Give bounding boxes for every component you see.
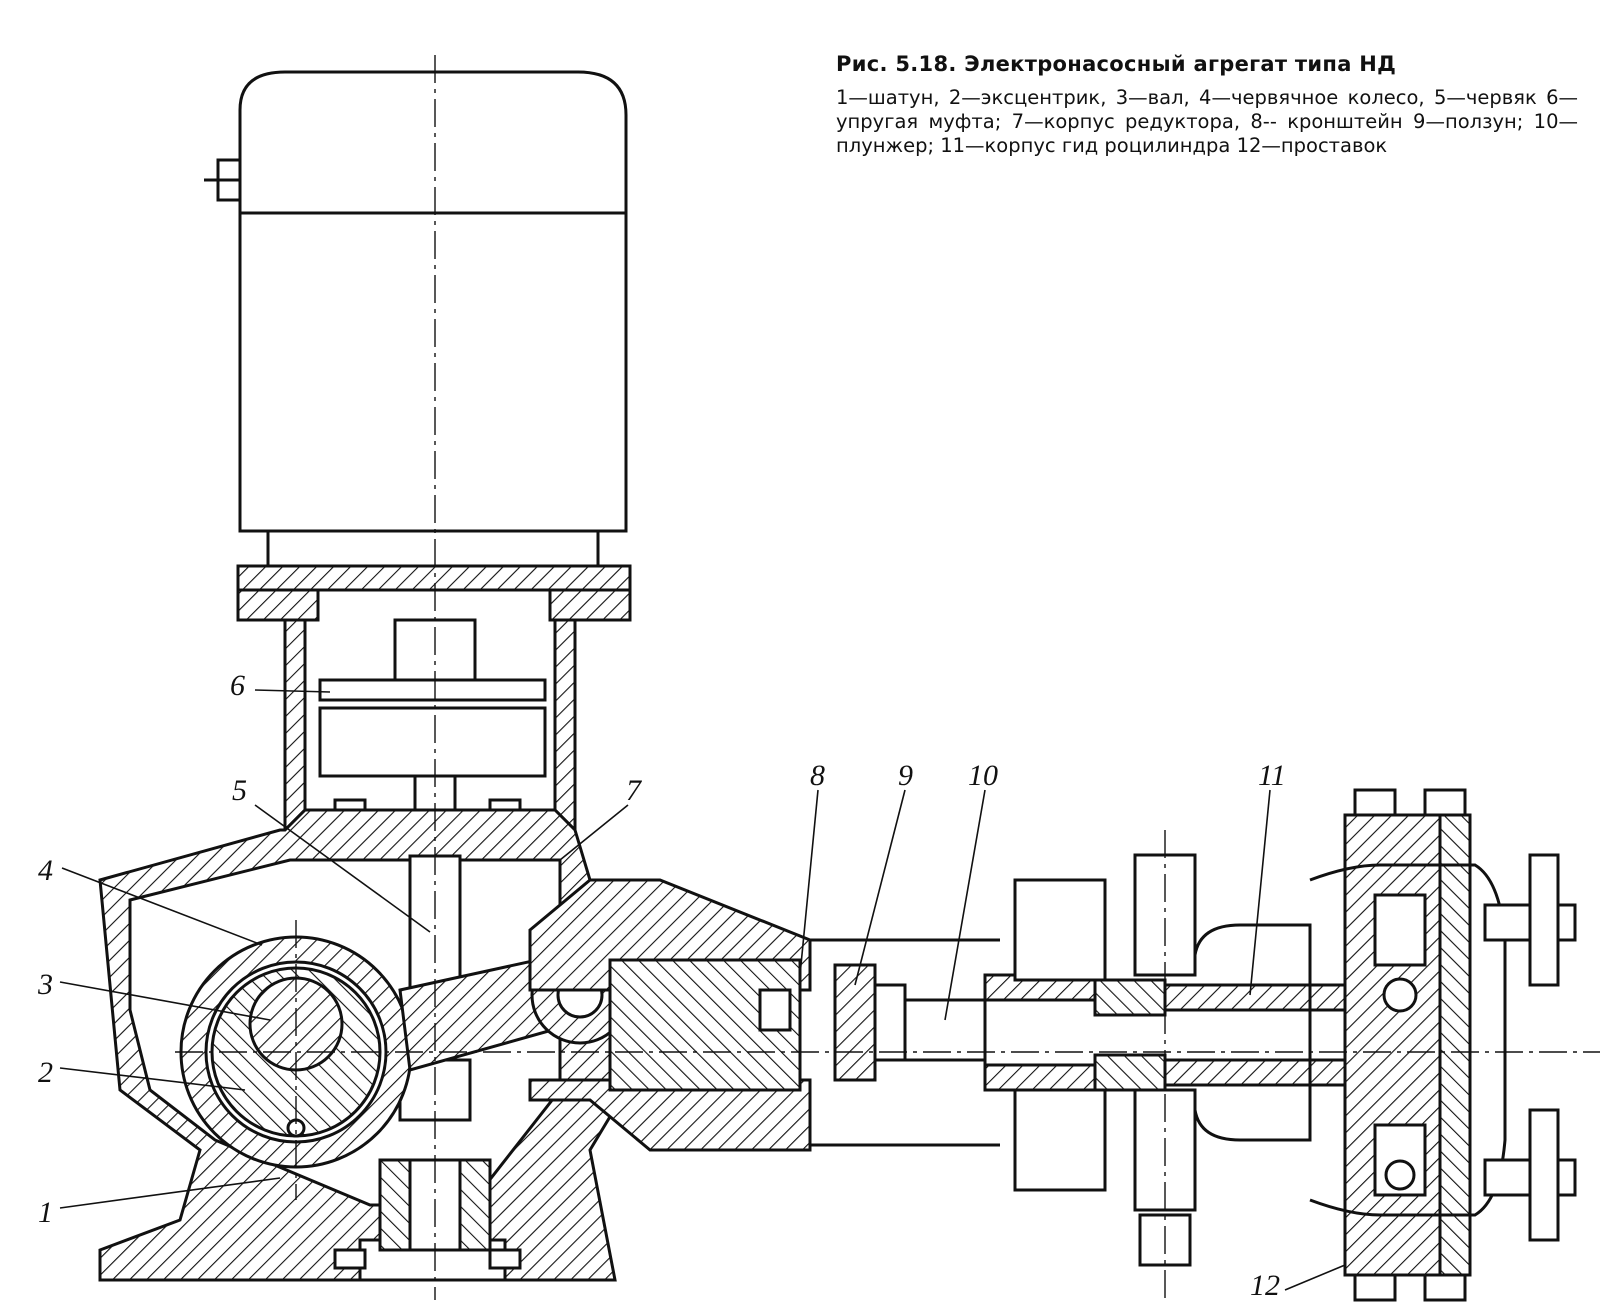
callout-3: 3 [37, 968, 53, 1001]
callout-6: 6 [230, 669, 245, 702]
callout-10: 10 [968, 759, 998, 792]
callout-9: 9 [898, 759, 913, 792]
leader-lines [59, 689, 1346, 1291]
callout-7: 7 [626, 774, 643, 807]
callout-1: 1 [38, 1196, 53, 1229]
caption-title: Рис. 5.18. Электронасосный агрегат типа … [836, 52, 1397, 76]
electric-motor [204, 70, 632, 622]
figure-caption: Рис. 5.18. Электронасосный агрегат типа … [836, 52, 1578, 158]
callout-2: 2 [38, 1056, 53, 1089]
callout-12: 12 [1250, 1269, 1280, 1302]
caption-body: 1—шатун, 2—эксцентрик, 3—вал, 4—червячно… [836, 86, 1578, 157]
center-lines [175, 55, 1600, 1300]
callout-11: 11 [1258, 759, 1286, 792]
callout-4: 4 [38, 854, 53, 887]
bracket [528, 878, 907, 1152]
valve-block [1309, 788, 1577, 1302]
callout-8: 8 [810, 759, 825, 792]
callouts: 1 2 3 4 5 6 7 8 9 10 11 12 [37, 669, 1286, 1302]
callout-5: 5 [232, 774, 247, 807]
